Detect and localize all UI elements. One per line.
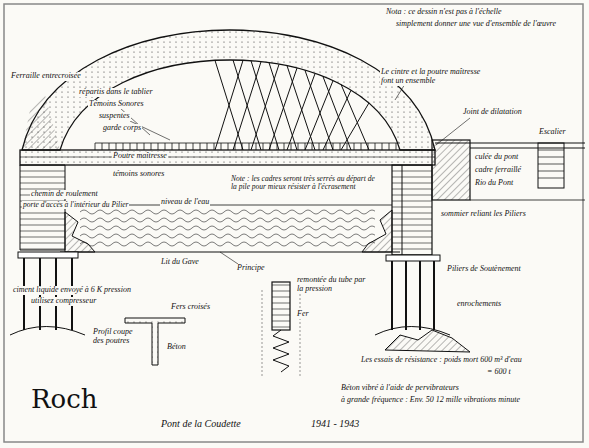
annotation: remontée du tube par la pression <box>296 276 368 294</box>
annotation: niveau de l'eau <box>160 198 210 207</box>
annotation: chemin de roulement <box>30 190 99 199</box>
caption: Pont de la Coudette <box>160 418 242 429</box>
annotation: Béton <box>166 343 187 352</box>
annotation: Fer <box>296 310 310 319</box>
annotation: suspentes <box>98 112 131 121</box>
annotation: Les essais de résistance : poids mort 60… <box>360 356 523 365</box>
hanger <box>215 60 243 150</box>
hanger <box>269 63 297 150</box>
annotation: Note : les cadres seront très serrés au … <box>230 175 382 192</box>
annotation: porte d'accès à l'intérieur du Pilier <box>22 201 129 209</box>
annotation: Béton vibré à l'aide de pervibrateurs <box>340 384 460 393</box>
hanger <box>251 61 279 150</box>
hanger <box>233 60 261 150</box>
annotation: Ferraille entrecroisée <box>10 72 82 81</box>
annotation: Témoins Sonores <box>88 100 145 109</box>
annotation: 1941 - 1943 <box>310 418 360 429</box>
annotation: témoins sonores <box>112 170 165 179</box>
hanger <box>341 84 369 150</box>
annotation: enrochements <box>456 300 502 309</box>
annotation: Piliers de Soutènement <box>446 265 522 274</box>
annotation: utilisez compresseur <box>30 297 97 306</box>
annotation: Lit du Gave <box>160 258 200 267</box>
annotation: culée du pont <box>474 153 519 162</box>
annotation: Escalier <box>538 128 567 137</box>
annotation: Roch <box>30 385 99 414</box>
annotation: Nota : ce dessin n'est pas à l'échelle <box>385 8 503 17</box>
annotation: Le cintre et la poutre maîtresse font un… <box>380 68 492 86</box>
annotation: Profil coupe des poutres <box>92 328 146 346</box>
hanger <box>287 66 315 150</box>
hanger <box>269 68 297 150</box>
annotation: Poutre maîtresse <box>112 152 168 161</box>
annotation: Fers croisés <box>170 303 211 312</box>
hanger <box>251 64 279 150</box>
hanger <box>233 62 261 150</box>
annotation: ciment liquide envoyé à 6 K pression <box>12 286 132 295</box>
annotation: Principe <box>236 264 266 273</box>
annotation: à grande fréquence : Env. 50 12 mille vi… <box>340 396 521 405</box>
annotation: Rio du Pont <box>474 179 514 188</box>
annotation: simplement donner une vue d'ensemble de … <box>395 20 557 29</box>
annotation: = 600 t <box>486 368 512 377</box>
annotation: Joint de dilatation <box>462 108 523 117</box>
annotation: sommier reliant les Piliers <box>440 210 527 219</box>
annotation: répartis dans le tablier <box>78 88 154 97</box>
hanger <box>323 77 351 150</box>
hanger <box>215 60 243 150</box>
annotation: garde corps <box>102 124 142 133</box>
hanger <box>287 74 315 150</box>
annotation: cadre ferraillé <box>474 166 522 175</box>
